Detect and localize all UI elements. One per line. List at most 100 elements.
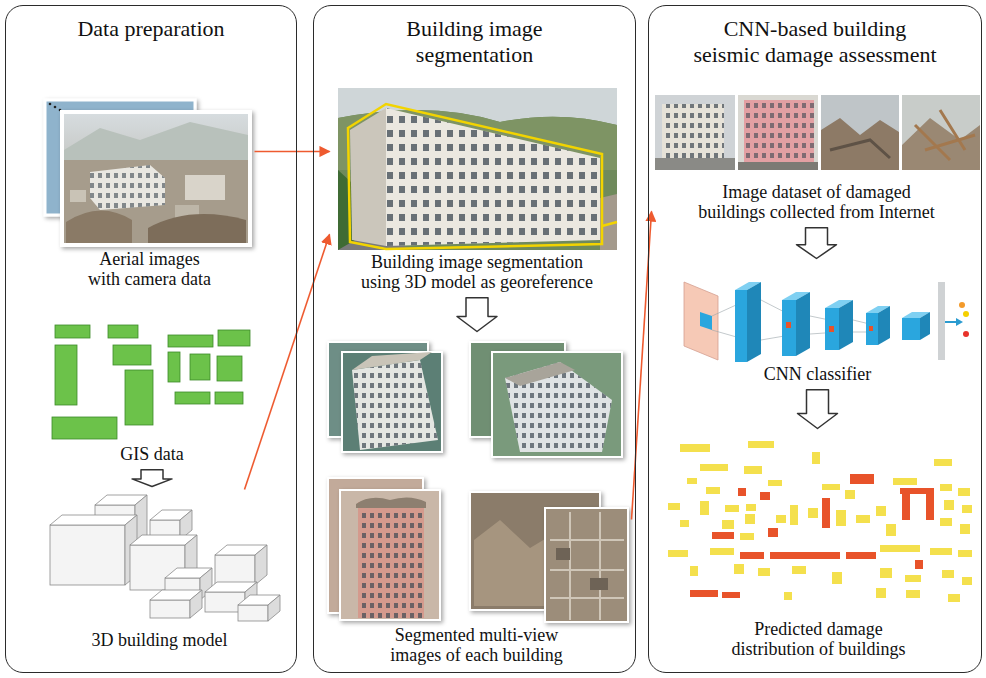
- segmentation-photo: [338, 88, 617, 250]
- aerial-photo: [64, 122, 248, 166]
- image-caption: CNN classifier: [693, 362, 943, 384]
- segmented-photos: [328, 342, 628, 622]
- cnn-illustration: [938, 282, 945, 360]
- 3d-model: [238, 605, 268, 621]
- dataset-photos: [821, 95, 899, 170]
- cnn-illustration: [684, 282, 969, 362]
- stage-panel: Data preparationAerial images with camer…: [5, 5, 297, 673]
- dataset-photos: [738, 95, 818, 170]
- cnn-illustration: [902, 318, 920, 340]
- damage-map: [744, 466, 762, 474]
- 3d-model: [150, 600, 190, 618]
- gis-footprints: [125, 370, 153, 425]
- damage-map: [846, 552, 876, 559]
- cnn-illustration: [869, 326, 873, 331]
- 3d-model: [50, 515, 137, 525]
- segmentation-photo: [348, 104, 602, 249]
- cnn-illustration: [878, 306, 890, 345]
- damage-map: [905, 575, 921, 582]
- damage-map: [880, 545, 920, 552]
- damage-map: [915, 560, 923, 569]
- aerial-photo: [45, 100, 250, 245]
- cnn-illustration: [684, 282, 718, 360]
- damage-map: [690, 566, 698, 576]
- image-item: CNN classifier: [668, 262, 968, 387]
- stage-panel: CNN-based building seismic damage assess…: [648, 5, 982, 673]
- block-arrow: [798, 390, 838, 429]
- damage-map: [680, 520, 689, 527]
- segmented-photos: [352, 352, 432, 370]
- aerial-photo: [64, 160, 248, 243]
- 3d-model: [50, 525, 125, 585]
- gis-footprints: [113, 345, 151, 365]
- damage-map: [812, 452, 820, 464]
- damage-map: [962, 505, 972, 513]
- gis-footprints: [168, 335, 213, 347]
- image-caption: Building image segmentation using 3D mod…: [342, 250, 612, 292]
- cnn-illustration: [963, 331, 969, 337]
- gis-footprints: [55, 325, 90, 338]
- damage-map: [768, 528, 778, 537]
- damage-map: [876, 588, 886, 598]
- image-item: GIS data: [50, 320, 255, 467]
- aerial-photo: [70, 190, 86, 202]
- damage-map: [748, 441, 774, 448]
- damage-map: [722, 520, 734, 529]
- flow-arrow: [255, 151, 330, 153]
- dataset-photos: [744, 100, 814, 162]
- image-caption: Image dataset of damaged buildings colle…: [672, 180, 962, 222]
- image-caption: 3D building model: [55, 628, 265, 650]
- damage-map: [856, 515, 870, 523]
- damage-map: [734, 564, 744, 574]
- dataset-photos: [902, 95, 980, 170]
- cnn-illustration: [866, 313, 878, 345]
- damage-map: [712, 532, 734, 539]
- damage-map: [792, 566, 806, 574]
- damage-map: [886, 524, 896, 536]
- cnn-illustration: [959, 302, 965, 308]
- cnn-illustration: [963, 311, 969, 317]
- gis-footprints: [55, 345, 77, 405]
- damage-map: [687, 478, 697, 484]
- panel-heading: Building image segmentation: [355, 6, 595, 69]
- segmented-photos: [352, 360, 438, 450]
- panel-heading: Data preparation: [21, 6, 281, 42]
- image-caption: Aerial images with camera data: [55, 247, 245, 289]
- damage-map: [770, 552, 840, 559]
- segmented-photos: [545, 508, 628, 622]
- cnn-illustration: [956, 318, 963, 326]
- cnn-illustration: [945, 321, 956, 323]
- image-caption: Predicted damage distribution of buildin…: [704, 617, 934, 659]
- aerial-photo: [66, 210, 132, 243]
- damage-map: [740, 552, 764, 559]
- cnn-illustration: [786, 322, 791, 328]
- damage-map: [940, 484, 952, 491]
- gis-footprints: [175, 392, 210, 404]
- dataset-photos: [655, 158, 735, 170]
- damage-map: [900, 488, 934, 494]
- segmented-photos: [340, 490, 440, 620]
- image-caption: GIS data: [57, 442, 247, 464]
- block-arrow: [457, 298, 497, 332]
- gis-footprints: [190, 354, 210, 380]
- 3d-model: [50, 495, 280, 621]
- damage-map: [850, 474, 874, 484]
- damage-map: [948, 594, 960, 602]
- block-arrow: [132, 470, 172, 487]
- image-item: Building image segmentation using 3D mod…: [330, 85, 625, 295]
- gis-footprints: [52, 417, 117, 439]
- damage-map: [784, 592, 792, 600]
- gis-footprints: [168, 352, 180, 382]
- damage-map: [934, 459, 952, 466]
- 3d-model: [268, 595, 280, 621]
- damage-map: [926, 494, 934, 520]
- damage-map: [690, 590, 718, 597]
- segmented-photos: [505, 362, 575, 386]
- 3d-model: [255, 545, 267, 585]
- cnn-illustration: [796, 292, 810, 356]
- aerial-photo: [90, 165, 165, 210]
- dataset-photos: [662, 104, 724, 158]
